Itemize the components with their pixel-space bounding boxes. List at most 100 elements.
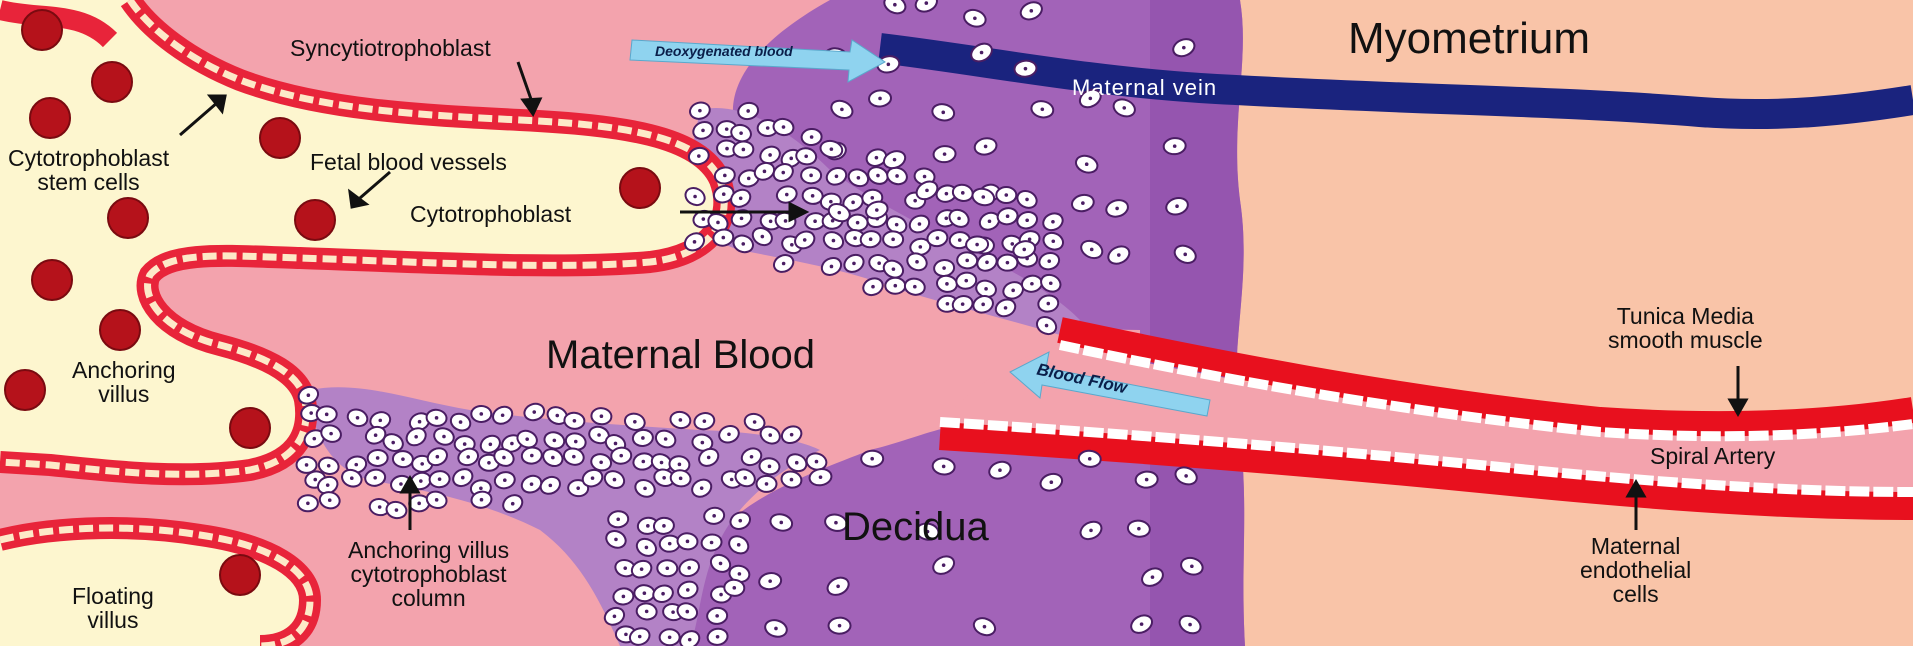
cell-nucleus [329,432,333,436]
cell-nucleus [463,442,467,446]
cell-nucleus [803,238,807,242]
cell-nucleus [942,266,946,270]
cell-nucleus [671,610,675,614]
cell-nucleus [640,567,644,571]
cell-nucleus [779,521,783,525]
label-stem-line1: Cytotrophoblast [8,146,169,170]
cell-nucleus [641,436,645,440]
cell-nucleus [790,433,794,437]
cell-nucleus [1030,282,1034,286]
cell-nucleus [727,432,731,436]
label-tunica-line2: smooth muscle [1608,328,1763,352]
fetal-red-blood-cell [100,310,140,350]
cell-nucleus [459,420,463,424]
cell-nucleus [723,174,727,178]
cell-nucleus [391,441,395,445]
cell-nucleus [662,524,666,528]
cell-nucleus [623,566,627,570]
cell-nucleus [378,505,382,509]
cell-nucleus [414,435,418,439]
cell-nucleus [1175,204,1179,208]
cell-nucleus [686,588,690,592]
cell-nucleus [686,540,690,544]
cell-nucleus [871,285,875,289]
cell-nucleus [374,433,378,437]
cell-nucleus [1182,46,1186,50]
cell-nucleus [1188,623,1192,627]
cell-nucleus [838,624,842,628]
cell-nucleus [438,477,442,481]
cell-nucleus [305,463,309,467]
cell-nucleus [693,240,697,244]
cell-nucleus [661,592,665,596]
cell-nucleus [973,16,977,20]
fetal-red-blood-cell [22,10,62,50]
cell-nucleus [1115,207,1119,211]
cell-nucleus [313,478,317,482]
label-cytotrophoblast-stem-cells: Cytotrophoblast stem cells [8,146,169,194]
cell-nucleus [373,476,377,480]
cell-nucleus [1025,218,1029,222]
cell-nucleus [1051,220,1055,224]
cell-nucleus [768,465,772,469]
cell-nucleus [740,217,744,221]
label-maternal-endothelial: Maternal endothelial cells [1580,534,1691,606]
cell-nucleus [614,442,618,446]
cell-nucleus [479,412,483,416]
label-anchoring-column: Anchoring villus cytotrophoblast column [348,538,509,610]
cell-nucleus [984,145,988,149]
cell-nucleus [1184,474,1188,478]
cell-nucleus [399,482,403,486]
cell-nucleus [1030,9,1034,13]
cell-nucleus [925,189,929,193]
cell-nucleus [572,455,576,459]
cell-nucleus [765,482,769,486]
cell-nucleus [502,456,506,460]
cell-nucleus [707,456,711,460]
cell-nucleus [830,147,834,151]
cell-nucleus [489,442,493,446]
cell-nucleus [1117,253,1121,257]
cell-nucleus [761,235,765,239]
cell-nucleus [739,131,743,135]
cell-nucleus [957,217,961,221]
cell-nucleus [975,243,979,247]
cell-nucleus [739,197,743,201]
cell-nucleus [893,3,897,7]
cell-nucleus [737,543,741,547]
cell-nucleus [943,152,947,156]
cell-nucleus [1010,242,1014,246]
fetal-red-blood-cell [230,408,270,448]
cell-nucleus [741,242,745,246]
cell-nucleus [1088,457,1092,461]
cell-nucleus [1004,306,1008,310]
cell-nucleus [643,591,647,595]
cell-nucleus [1122,106,1126,110]
label-syncytiotrophoblast: Syncytiotrophoblast [290,36,491,60]
cell-nucleus [418,420,422,424]
cell-nucleus [809,174,813,178]
cell-nucleus [376,456,380,460]
cell-nucleus [614,538,618,542]
cell-nucleus [988,219,992,223]
cell-nucleus [965,259,969,263]
cell-nucleus [852,262,856,266]
cell-nucleus [479,486,483,490]
cell-nucleus [795,461,799,465]
cell-nucleus [742,148,746,152]
fetal-red-blood-cell [220,555,260,595]
cell-nucleus [853,236,857,240]
cell-nucleus [702,217,706,221]
label-anchoring-line1: Anchoring [72,358,176,382]
cell-nucleus [747,177,751,181]
cell-nucleus [679,477,683,481]
cell-nucleus [946,302,950,306]
cell-nucleus [1145,478,1149,482]
cell-nucleus [840,108,844,112]
cell-nucleus [698,109,702,113]
cell-nucleus [645,610,649,614]
cell-nucleus [325,413,329,417]
cell-nucleus [306,501,310,505]
label-endothelial-line2: endothelial [1580,558,1691,582]
